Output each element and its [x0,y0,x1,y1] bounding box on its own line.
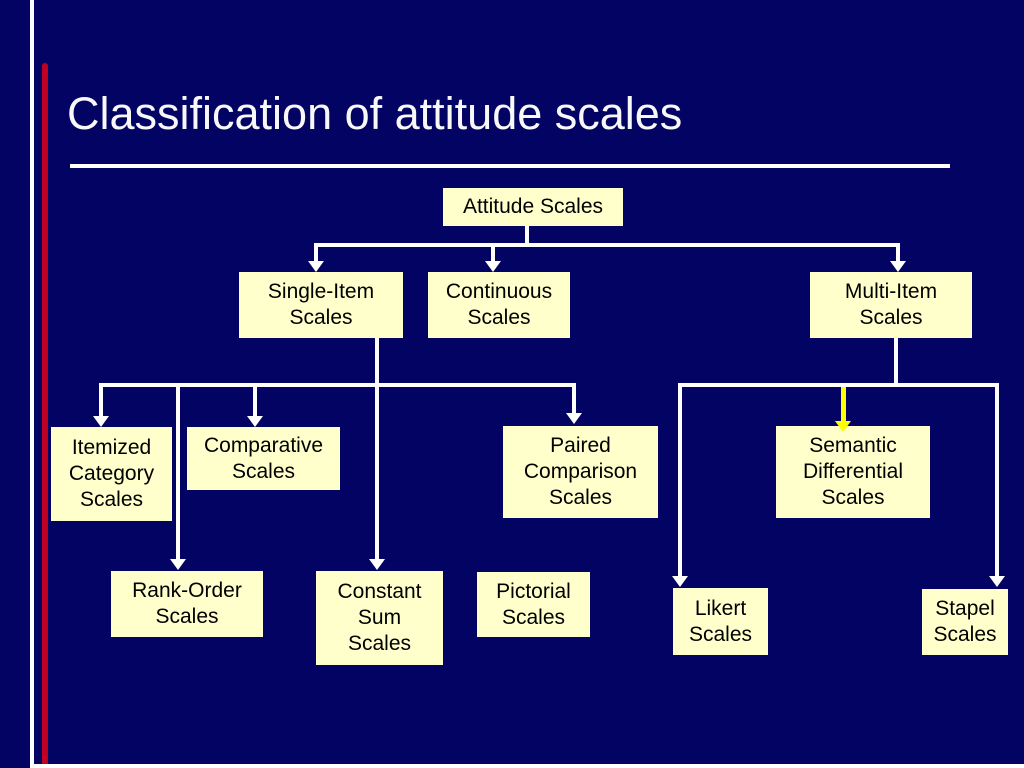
node-comparative-scales: Comparative Scales [187,427,340,490]
node-attitude-scales: Attitude Scales [443,188,623,226]
connector-to-rank-order [176,387,180,560]
arrow-down-icon-paired-comparison [566,413,582,424]
slide-title: Classification of attitude scales [67,88,683,139]
connector-single-item-stem [375,338,379,560]
connector-multi-item-crossbar [678,383,999,387]
arrow-down-icon-continuous [485,261,501,272]
connector-to-single-item [314,244,318,262]
connector-to-itemized-category [99,387,103,416]
connector-to-likert [678,387,682,576]
connector-attitude-crossbar [314,243,900,247]
title-underline [70,164,950,168]
node-itemized-category-scales: Itemized Category Scales [51,427,172,521]
node-continuous-scales: Continuous Scales [428,272,570,338]
arrow-down-icon-stapel [989,576,1005,587]
node-likert-scales: Likert Scales [673,588,768,655]
arrow-down-icon-constant-sum [369,559,385,570]
arrow-down-icon-multi-item [890,261,906,272]
node-multi-item-scales: Multi-Item Scales [810,272,972,338]
connector-to-multi-item [896,244,900,262]
connector-to-paired-comparison [572,387,576,414]
node-stapel-scales: Stapel Scales [922,589,1008,655]
connector-to-comparative [253,387,257,416]
arrow-down-icon-rank-order [170,559,186,570]
left-red-accent-line [42,63,48,768]
node-rank-order-scales: Rank-Order Scales [111,571,263,637]
connector-to-semantic-differential-highlighted [841,387,846,422]
connector-attitude-stem [525,225,529,245]
connector-to-stapel [995,387,999,576]
connector-to-continuous [491,244,495,262]
node-semantic-differential-scales: Semantic Differential Scales [776,426,930,518]
arrow-down-icon-comparative [247,416,263,427]
arrow-down-icon-semantic-differential-yellow [835,421,851,432]
node-single-item-scales: Single-Item Scales [239,272,403,338]
arrow-down-icon-itemized-category [93,416,109,427]
left-white-edge-line [30,0,34,768]
bottom-white-edge-line [30,764,1024,768]
node-constant-sum-scales: Constant Sum Scales [316,571,443,665]
node-paired-comparison-scales: Paired Comparison Scales [503,426,658,518]
node-pictorial-scales: Pictorial Scales [477,572,590,637]
connector-multi-item-stem [894,338,898,383]
arrow-down-icon-likert [672,576,688,587]
arrow-down-icon-single-item [308,261,324,272]
connector-single-item-crossbar [99,383,576,387]
